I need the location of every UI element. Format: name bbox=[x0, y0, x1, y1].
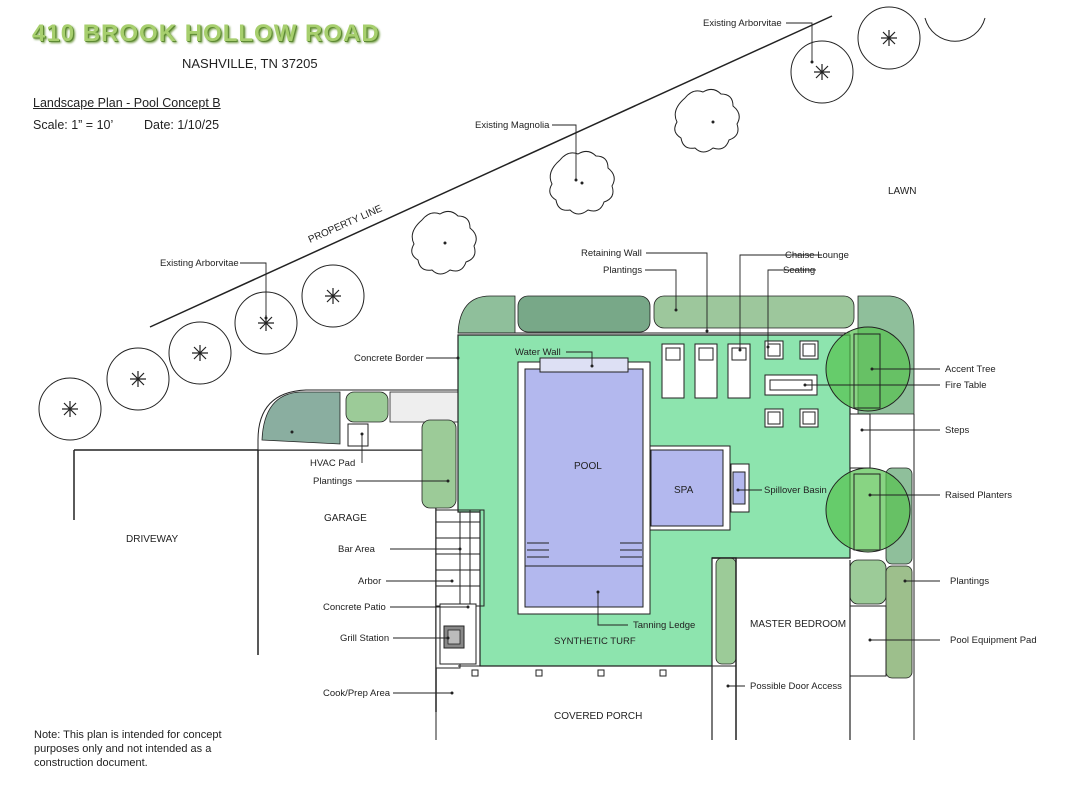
callout-spillover-basin: Spillover Basin bbox=[764, 485, 827, 496]
callout-existing-arborvitae-top: Existing Arborvitae bbox=[703, 18, 782, 29]
grill-station-icon bbox=[443, 625, 465, 649]
planting-right bbox=[885, 565, 913, 679]
master-bedroom-label: MASTER BEDROOM bbox=[750, 619, 846, 630]
callout-concrete-patio: Concrete Patio bbox=[323, 602, 386, 613]
driveway-outline bbox=[73, 449, 437, 712]
callout-arbor: Arbor bbox=[358, 576, 381, 587]
chaise-lounges bbox=[661, 343, 751, 399]
callout-existing-arborvitae-left: Existing Arborvitae bbox=[160, 258, 239, 269]
project-title: 410 BROOK HOLLOW ROAD bbox=[32, 20, 380, 47]
existing-arborvitae-top bbox=[790, 6, 986, 104]
driveway-label: DRIVEWAY bbox=[126, 534, 179, 545]
plan-date: Date: 1/10/25 bbox=[144, 118, 220, 132]
callout-cook-prep-area: Cook/Prep Area bbox=[323, 688, 391, 699]
covered-porch-label: COVERED PORCH bbox=[554, 711, 642, 722]
property-line bbox=[149, 15, 833, 328]
hvac-pad bbox=[347, 423, 369, 447]
disclaimer-note: Note: This plan is intended for concept … bbox=[34, 729, 222, 769]
pool-equipment-pad bbox=[849, 605, 887, 677]
existing-magnolia-trees bbox=[411, 88, 740, 275]
property-line-label: PROPERTY LINE bbox=[307, 203, 385, 246]
planting-bed-left bbox=[261, 391, 341, 445]
arborvitae-left-star-icon bbox=[62, 288, 341, 417]
project-address: NASHVILLE, TN 37205 bbox=[182, 56, 318, 71]
callout-chaise-lounge: Chaise Lounge bbox=[785, 250, 849, 261]
spa bbox=[650, 449, 724, 527]
callout-plantings-right: Plantings bbox=[950, 576, 989, 587]
callout-possible-door-access: Possible Door Access bbox=[750, 681, 842, 692]
callout-bar-area: Bar Area bbox=[338, 544, 376, 555]
garage-label: GARAGE bbox=[324, 513, 367, 524]
planting-top-3 bbox=[653, 295, 855, 329]
planting-top-2 bbox=[517, 295, 651, 333]
callout-fire-table: Fire Table bbox=[945, 380, 987, 391]
leader-lines bbox=[240, 22, 940, 694]
callout-water-wall: Water Wall bbox=[515, 347, 561, 358]
pool-label: POOL bbox=[574, 461, 602, 472]
lawn-label: LAWN bbox=[888, 186, 917, 197]
pool-steps bbox=[527, 542, 642, 558]
pool bbox=[524, 368, 644, 608]
planting-top-1 bbox=[457, 295, 516, 334]
callout-existing-magnolia: Existing Magnolia bbox=[475, 120, 550, 131]
spillover-basin bbox=[732, 471, 746, 505]
plan-name: Landscape Plan - Pool Concept B bbox=[33, 96, 221, 110]
callout-seating: Seating bbox=[783, 265, 815, 276]
synthetic-turf-label: SYNTHETIC TURF bbox=[554, 636, 636, 647]
callout-pool-equipment-pad: Pool Equipment Pad bbox=[950, 635, 1037, 646]
callout-concrete-border: Concrete Border bbox=[354, 353, 424, 364]
callout-retaining-wall: Retaining Wall bbox=[581, 248, 642, 259]
accent-tree-lower bbox=[825, 467, 911, 553]
callout-raised-planters: Raised Planters bbox=[945, 490, 1012, 501]
callout-hvac-pad: HVAC Pad bbox=[310, 458, 355, 469]
water-wall bbox=[539, 357, 629, 373]
callout-tanning-ledge: Tanning Ledge bbox=[633, 620, 695, 631]
callout-accent-tree: Accent Tree bbox=[945, 364, 996, 375]
callout-plantings-top: Plantings bbox=[603, 265, 642, 276]
callout-grill-station: Grill Station bbox=[340, 633, 389, 644]
plan-scale: Scale: 1” = 10’ bbox=[33, 118, 114, 132]
seating bbox=[764, 340, 819, 428]
callout-steps: Steps bbox=[945, 425, 970, 436]
raised-planter-lower bbox=[853, 473, 881, 551]
steps bbox=[849, 413, 871, 469]
spa-label: SPA bbox=[674, 485, 694, 496]
arborvitae-star-icon bbox=[814, 30, 897, 80]
callout-plantings-left: Plantings bbox=[313, 476, 352, 487]
raised-planter-upper bbox=[853, 333, 881, 409]
